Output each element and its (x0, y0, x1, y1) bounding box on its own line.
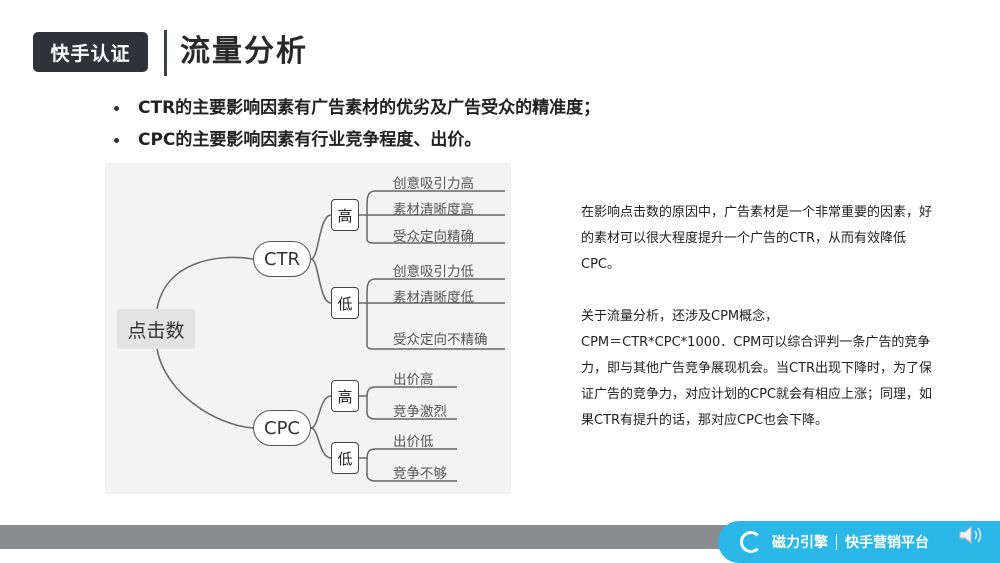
magnet-logo-icon (740, 531, 762, 553)
mindmap-node-cpc-high: 高 (331, 380, 359, 412)
mindmap-leaf: 受众定向精确 (393, 229, 474, 245)
mindmap-leaf: 出价低 (393, 434, 434, 450)
bullet-item-cpc: CPC的主要影响因素有行业竞争程度、出价。 (112, 124, 600, 156)
mindmap-root-node: 点击数 (117, 309, 195, 349)
mindmap-connectors (156, 190, 505, 482)
brand-name-left: 磁力引擎 (772, 535, 828, 551)
bullet-item-ctr: CTR的主要影响因素有广告素材的优劣及广告受众的精准度； (112, 92, 600, 124)
page-title: 流量分析 (180, 34, 308, 69)
brand-name-right: 快手营销平台 (845, 535, 929, 551)
description-text: 在影响点击数的原因中，广告素材是一个非常重要的因素，好的素材可以很大程度提升一个… (581, 200, 941, 434)
brand-separator (836, 534, 837, 550)
mindmap-leaf: 竞争不够 (393, 466, 447, 482)
bullet-list: CTR的主要影响因素有广告素材的优劣及广告受众的精准度； CPC的主要影响因素有… (112, 92, 600, 156)
mindmap-leaf: 素材清晰度高 (393, 202, 474, 218)
mindmap-leaf: 创意吸引力高 (393, 176, 474, 192)
mindmap-leaf: 受众定向不精确 (393, 332, 488, 348)
mindmap-leaf: 创意吸引力低 (393, 264, 474, 280)
title-divider (164, 30, 167, 76)
mindmap-leaf: 出价高 (393, 372, 434, 388)
mindmap-diagram: 点击数 CTR CPC 高 低 高 低 创意吸引力高 素材清晰度高 受众定向精确… (105, 163, 511, 494)
description-paragraph-2-intro: 关于流量分析，还涉及CPM概念， (581, 309, 779, 324)
mindmap-leaf: 竞争激烈 (393, 404, 447, 420)
mindmap-node-cpc-low: 低 (331, 442, 359, 474)
mindmap-node-cpc: CPC (253, 410, 311, 446)
mindmap-node-ctr: CTR (253, 241, 311, 277)
description-paragraph-2-body: CPM＝CTR*CPC*1000．CPM可以综合评判一条广告的竞争力，即与其他广… (581, 335, 933, 428)
description-paragraph-1: 在影响点击数的原因中，广告素材是一个非常重要的因素，好的素材可以很大程度提升一个… (581, 205, 933, 272)
brand-badge: 快手认证 (33, 32, 148, 72)
footer-brand: 磁力引擎 快手营销平台 (718, 521, 1000, 563)
mindmap-leaf: 素材清晰度低 (393, 290, 474, 306)
speaker-icon[interactable] (958, 524, 984, 546)
mindmap-node-ctr-high: 高 (331, 199, 359, 231)
mindmap-node-ctr-low: 低 (331, 287, 359, 319)
